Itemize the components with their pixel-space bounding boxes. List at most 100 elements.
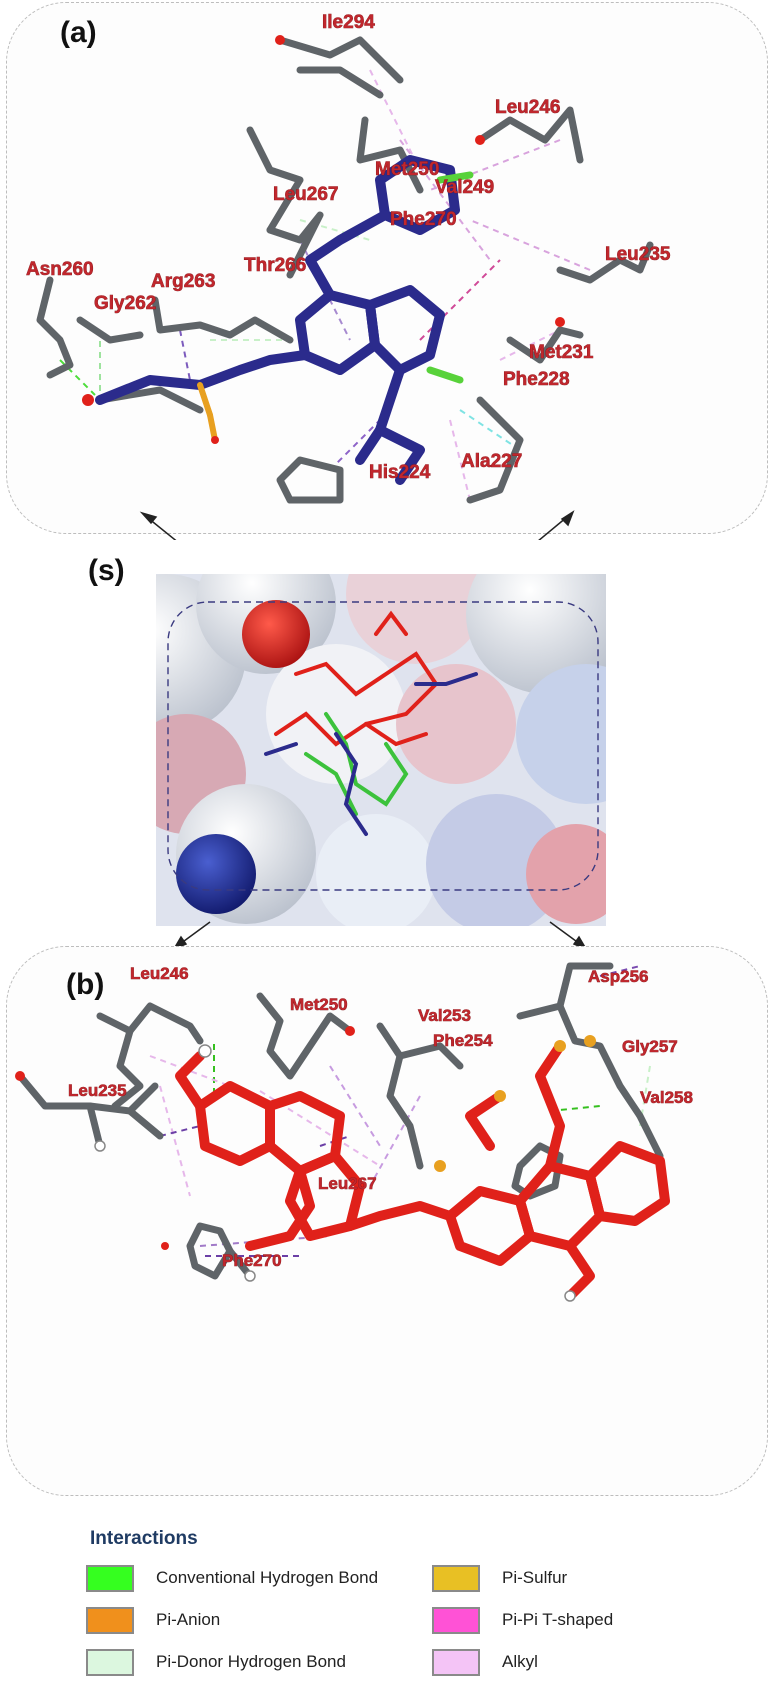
alkyl-interaction	[429, 139, 561, 191]
pi-alkyl	[159, 1125, 201, 1137]
ligand-a-pose	[414, 672, 478, 686]
ligand-b-ring	[195, 1081, 275, 1166]
acidic-patch	[242, 600, 310, 668]
alkyl-interaction	[369, 69, 421, 171]
pi-anion	[599, 965, 641, 977]
ligand-a-linker	[305, 210, 390, 300]
panel-s-letter: (s)	[88, 554, 125, 587]
residue-label: Ile294	[322, 12, 375, 33]
ligand-a-ring	[295, 290, 380, 375]
residue-ile294	[296, 66, 384, 99]
residue-label: Leu235	[605, 244, 671, 265]
residue-label: His224	[369, 462, 431, 483]
sulfonyl-group	[197, 382, 213, 418]
hydrogen-atom	[564, 1290, 576, 1302]
hbond	[549, 1105, 601, 1112]
residue-label: Leu267	[318, 1174, 377, 1193]
hydrogen-atom	[94, 1140, 106, 1152]
hydrogen-atom	[244, 1270, 256, 1282]
residue-leu267	[246, 126, 304, 234]
residue-leu235	[556, 241, 654, 284]
legend-item: Pi-Sulfur	[432, 1563, 567, 1593]
legend-item: Pi-Donor Hydrogen Bond	[86, 1647, 346, 1677]
residue-label: Met250	[290, 995, 348, 1014]
panel-b-molecule: Leu246 Met250 Val253 Phe254 Asp256 Gly25…	[15, 962, 693, 1302]
ligand-a-chain	[355, 365, 405, 465]
pi-alkyl	[329, 419, 381, 471]
sulfonyl-group	[207, 412, 218, 443]
pi-pi-tshaped	[419, 259, 501, 341]
ligand-b-chain	[175, 1051, 205, 1111]
residue-label: Val249	[435, 177, 494, 198]
alkyl-interaction	[149, 1055, 231, 1087]
interactions-legend: Interactions Conventional Hydrogen Bond …	[86, 1528, 728, 1693]
legend-swatch	[86, 1648, 134, 1676]
ligand-b-chain	[565, 1241, 595, 1301]
basic-patch	[176, 834, 256, 914]
residue-label: Leu246	[130, 964, 189, 983]
alkyl-interaction	[449, 419, 471, 501]
ligand-b-pose	[274, 711, 428, 747]
residue-ala227	[466, 396, 524, 504]
residue-label: Val258	[640, 1088, 693, 1107]
alkyl-interaction	[159, 1085, 191, 1197]
oxygen-atom	[475, 135, 485, 145]
residue-label: Gly257	[622, 1037, 678, 1056]
legend-item: Alkyl	[432, 1647, 538, 1677]
arrow-b-left	[179, 921, 211, 945]
residue-met250	[356, 116, 424, 194]
ligand-a-pose	[264, 742, 298, 756]
residue-label: Val253	[418, 1006, 471, 1025]
hbond	[59, 359, 96, 396]
residue-label: Gly262	[94, 293, 156, 314]
residue-label: Met250	[375, 159, 439, 180]
residue-label: Asp256	[588, 967, 648, 986]
ligand-a-chain	[95, 350, 310, 405]
panel-a-molecule: Ile294 Leu246 Met250 Val249 Leu267 Phe27…	[26, 12, 671, 540]
residue-gly257	[556, 1002, 664, 1160]
ligand-b-chain	[535, 1041, 565, 1171]
residue-asn260	[36, 276, 74, 379]
pi-sigma	[459, 409, 521, 451]
residue-label: Phe270	[390, 209, 457, 230]
pi-cation	[179, 329, 191, 381]
ligand-b-pose	[294, 651, 439, 726]
oxygen-atom	[161, 1242, 169, 1250]
legend-title: Interactions	[90, 1528, 198, 1549]
alkyl-interaction	[499, 329, 561, 361]
ligand-b-chain	[345, 1201, 455, 1231]
residue-label: Leu235	[68, 1081, 127, 1100]
arrow-a-left	[147, 517, 177, 540]
fluorine-atom	[436, 171, 474, 184]
sulfur-atom	[554, 1040, 566, 1052]
residue-leu246	[96, 1002, 204, 1045]
residue-label: Asn260	[26, 259, 94, 280]
legend-label: Conventional Hydrogen Bond	[156, 1568, 379, 1587]
residue-met231	[506, 326, 584, 364]
residue-his	[511, 1142, 564, 1200]
sulfur-atom	[584, 1035, 596, 1047]
legend-swatch	[86, 1606, 134, 1634]
residue-label: Phe254	[433, 1031, 493, 1050]
residue-val253	[376, 1022, 424, 1170]
residue-label: Phe228	[503, 369, 570, 390]
residue-leu246	[111, 1027, 144, 1110]
residue-label: Leu267	[273, 184, 338, 205]
legend-label: Pi-Pi T-shaped	[502, 1610, 614, 1629]
residue-label: Phe270	[222, 1251, 282, 1270]
ligand-b-pose	[374, 610, 408, 636]
residue-ile294	[276, 36, 404, 84]
legend-swatch	[432, 1648, 480, 1676]
oxygen-atom	[211, 436, 219, 444]
ligand-s-pose	[304, 752, 358, 816]
binding-site-box	[167, 601, 599, 891]
panel-b-letter: (b)	[66, 968, 105, 1001]
residue-thr266	[266, 211, 324, 279]
fluorine-atom	[426, 366, 464, 384]
oxygen-atom	[15, 1071, 25, 1081]
legend-label: Pi-Donor Hydrogen Bond	[156, 1652, 346, 1671]
legend-label: Alkyl	[502, 1652, 538, 1671]
sulfur-atom	[434, 1160, 446, 1172]
ligand-b-chain	[465, 1091, 505, 1151]
residue-label: Thr266	[244, 255, 306, 276]
